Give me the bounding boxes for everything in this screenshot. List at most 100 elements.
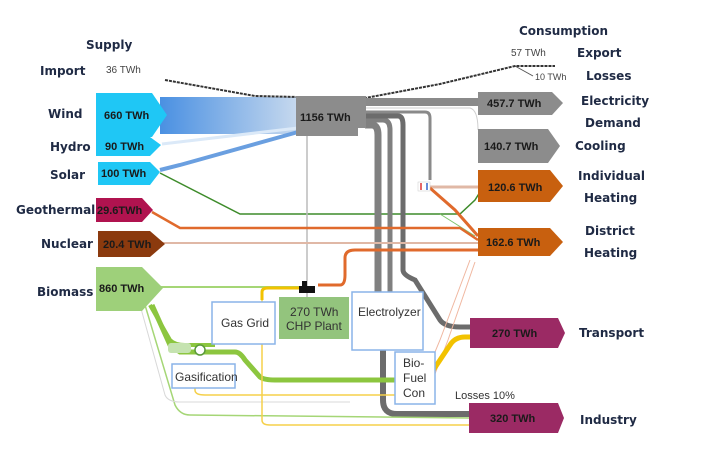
biofuel-box [394,351,436,405]
hydro-label: Hydro [50,140,91,154]
hydro-value: 90 TWh [105,141,144,153]
flow-solar-hub [159,130,299,172]
flow-import-hub [164,79,299,98]
supply-hydro[interactable]: Hydro 90 TWh [50,137,161,156]
flow-biomass-misc [139,304,350,403]
flow-geothermal-district [151,210,479,242]
hub-node[interactable]: 1156 TWh [296,96,366,136]
flow-hub-export [359,65,555,100]
wind-label: Wind [48,107,82,121]
geothermal-label: Geothermal [16,203,95,217]
flow-hub-cooling2 [360,107,479,131]
flow-wind-hub [160,97,298,134]
chp-plant[interactable]: 270 TWh CHP Plant [279,281,349,339]
consumption-losses[interactable]: 10 TWh Losses [535,69,631,83]
district-heating-label: District [585,224,635,238]
flow-chp-district [318,248,478,287]
supply-import[interactable]: Import 36 TWh [40,64,141,78]
district-heating-label-2: Heating [584,246,637,260]
gasifier-icon [168,343,206,356]
consumption-header: Consumption [519,24,608,38]
chp-plant-label: CHP Plant [286,319,342,333]
biomass-node [96,267,163,311]
industry-value: 320 TWh [490,413,536,425]
gasification-box [171,363,236,389]
solar-value: 100 TWh [101,168,147,180]
heat-pump-icon [417,181,431,192]
individual-heating-label-2: Heating [584,191,637,205]
flow-hub-cooling [360,110,432,180]
flow-individual-district [429,186,480,237]
losses-value: 10 TWh [535,72,566,82]
supply-wind[interactable]: Wind 660 TWh [48,93,167,137]
flow-hydro-hub [161,126,299,146]
consumption-electricity[interactable]: 457.7 TWh Electricity Demand [478,92,649,130]
nuclear-value: 20.4 TWh [103,239,152,251]
electricity-label: Electricity [581,94,649,108]
hub-value: 1156 TWh [300,112,351,124]
geothermal-node [96,198,153,222]
transport-label: Transport [579,326,644,340]
supply-header: Supply [86,38,132,52]
biofuel-converter[interactable]: Bio- Fuel Con [394,351,436,405]
consumption-industry[interactable]: Losses 10% 320 TWh Industry [455,390,637,433]
export-value: 57 TWh [511,48,546,59]
gas-grid[interactable]: Gas Grid [211,301,276,345]
industry-label: Industry [580,413,637,427]
consumption-export[interactable]: 57 TWh Export [511,46,622,60]
nuclear-label: Nuclear [41,237,93,251]
solar-node [98,162,160,185]
consumption-district-heating[interactable]: 162.6 TWh District Heating [478,224,637,260]
electricity-node [478,92,563,115]
flow-hub-losses [514,65,534,77]
biofuel-label-3: Con [403,386,425,400]
biofuel-label-2: Fuel [403,371,426,385]
cooling-value: 140.7 TWh [484,141,539,153]
cooling-node [478,129,560,163]
flow-hub-industry [380,345,470,417]
supply-nuclear[interactable]: Nuclear 20.4 TWh [41,231,165,257]
individual-heating-label: Individual [578,169,645,183]
hub-extension [358,96,366,128]
consumption-transport[interactable]: 270 TWh Transport [470,318,644,348]
hub-box [296,96,358,136]
flow-hub-electrolyzer-b [365,117,393,345]
district-heating-node [478,228,563,256]
biofuel-label-1: Bio- [403,356,424,370]
individual-heating-node [478,170,563,202]
import-value: 36 TWh [106,65,141,76]
industry-node [469,403,564,433]
flow-gas-yellow-a [261,300,470,426]
electrolyzer-box [351,291,424,351]
electricity-value: 457.7 TWh [487,98,542,110]
supply-biomass[interactable]: Biomass 860 TWh [37,267,163,311]
factory-icon [299,281,315,293]
losses-10-label: Losses 10% [455,390,515,402]
wind-value: 660 TWh [104,110,150,122]
consumption-individual-heating[interactable]: 120.6 TWh Individual Heating [478,169,645,205]
consumption-cooling[interactable]: 140.7 TWh Cooling [478,129,626,163]
electrolyzer-label: Electrolyzer [358,305,421,319]
chp-plant-value: 270 TWh [290,305,338,319]
cooling-label: Cooling [575,139,626,153]
flow-gas-yellow-b [194,385,395,396]
electricity-label-2: Demand [585,116,641,130]
geothermal-value: 29.6TWh [97,205,143,217]
wind-node [96,93,167,137]
chp-plant-box [279,297,349,339]
flow-hub-electrolyzer-a [365,121,382,345]
flow-gasgrid-chp [260,286,300,300]
nuclear-node [98,231,165,257]
district-heating-value: 162.6 TWh [486,237,541,249]
gasification-label: Gasification [175,370,238,384]
electrolyzer[interactable]: Electrolyzer [351,291,424,351]
supply-geothermal[interactable]: Geothermal 29.6TWh [16,198,153,222]
import-label: Import [40,64,86,78]
transport-value: 270 TWh [492,328,538,340]
losses-label: Losses [586,69,631,83]
flow-biomass-industry [144,304,471,419]
supply-solar[interactable]: Solar 100 TWh [50,162,160,185]
gasification[interactable]: Gasification [168,343,238,389]
flow-biofuel-transport [427,334,472,377]
individual-heating-value: 120.6 TWh [488,182,543,194]
